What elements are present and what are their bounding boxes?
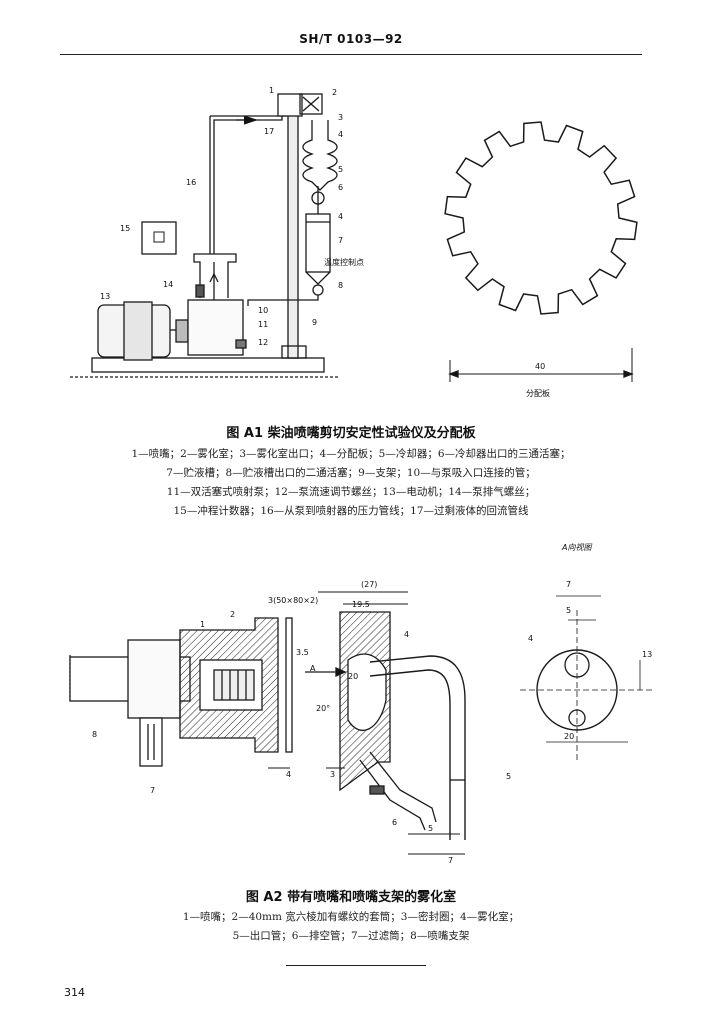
callout-1: 1 (269, 86, 275, 95)
a2-callout-5: 5 (506, 772, 512, 781)
figure-a1-legend-line: 11—双活塞式喷射泵；12—泵流速调节螺丝；13—电动机；14—泵排气螺丝； (166, 486, 536, 498)
dim-3: 3 (330, 770, 336, 779)
a2-callout-2: 2 (230, 610, 236, 619)
a2-callout-1: 1 (200, 620, 206, 629)
callout-6: 6 (338, 183, 344, 192)
figure-a1-legend-line: 15—冲程计数器；16—从泵到喷射器的压力管线；17—过剩液体的回流管线 (173, 505, 529, 517)
figure-a2-caption: 图 A2 带有喷嘴和喷嘴支架的雾化室 (245, 890, 457, 905)
figure-a1-caption: 图 A1 柴油喷嘴剪切安定性试验仪及分配板 (226, 426, 476, 441)
callout-5: 5 (338, 165, 344, 174)
a2-callout-7: 7 (150, 786, 156, 795)
callout-4: 4 (338, 130, 344, 139)
dim-19-5: 19.5 (352, 600, 370, 609)
view-dim-5: 5 (566, 606, 572, 615)
footer-rule (286, 965, 426, 966)
arrow-a-label: A (310, 664, 316, 673)
view-dim-13: 13 (642, 650, 653, 659)
a2-callout-4: 4 (404, 630, 410, 639)
callout-4b: 4 (338, 212, 344, 221)
dim-20-a: 20 (348, 672, 359, 681)
dim-27: (27) (361, 580, 378, 589)
seal-dimension: 3(50×80×2) (268, 596, 319, 605)
callout-11: 11 (258, 320, 269, 329)
plate-dimension: 40 (535, 362, 546, 371)
plate-label: 分配板 (526, 389, 550, 398)
view-callout-4: 4 (528, 634, 534, 643)
a2-callout-6: 6 (392, 818, 398, 827)
callout-15: 15 (120, 224, 131, 233)
dim-4: 4 (286, 770, 292, 779)
view-dim-7: 7 (566, 580, 572, 589)
figure-a2-legend-line: 1—喷嘴；2—40mm 宽六棱加有螺纹的套筒；3—密封圈；4—雾化室； (182, 911, 520, 923)
a2-callout-8: 8 (92, 730, 98, 739)
dim-5: 5 (428, 824, 434, 833)
callout-8: 8 (338, 281, 344, 290)
figure-a1-legend-line: 7—贮液槽；8—贮液槽出口的二通活塞；9—支架；10—与泵吸入口连接的管； (166, 467, 536, 479)
temperature-control-point-label: 温度控制点 (324, 258, 364, 267)
view-dim-20: 20 (564, 732, 575, 741)
callout-3: 3 (338, 113, 344, 122)
figure-a2-legend-line: 5—出口管；6—排空管；7—过滤筒；8—喷嘴支架 (232, 930, 470, 942)
callout-9: 9 (312, 318, 318, 327)
dim-3-5: 3.5 (296, 648, 309, 657)
figure-a1-legend-line: 1—喷嘴；2—雾化室；3—雾化室出口；4—分配板；5—冷却器；6—冷却器出口的三… (131, 448, 571, 460)
callout-2: 2 (332, 88, 338, 97)
header-rule (60, 54, 642, 55)
callout-10: 10 (258, 306, 269, 315)
callout-7: 7 (338, 236, 344, 245)
callout-12: 12 (258, 338, 269, 347)
page-number: 314 (64, 986, 85, 999)
dim-20-deg: 20° (316, 704, 331, 713)
callout-13: 13 (100, 292, 111, 301)
callout-17: 17 (264, 127, 275, 136)
dim-7: 7 (448, 856, 454, 865)
callout-16: 16 (186, 178, 197, 187)
view-a-label: A向视图 (562, 543, 592, 552)
document-code: SH/T 0103—92 (299, 32, 403, 46)
callout-14: 14 (163, 280, 174, 289)
